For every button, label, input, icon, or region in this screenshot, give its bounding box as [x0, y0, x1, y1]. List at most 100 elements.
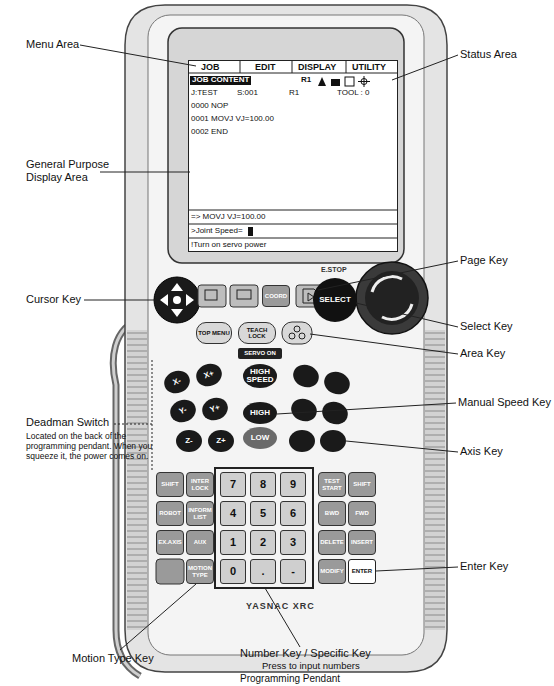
number-key: 5 [250, 501, 276, 526]
key-label: HIGH SPEED [243, 368, 277, 385]
key-label: Z- [185, 437, 193, 445]
key-label: HIGH [250, 409, 270, 417]
axis-key: HIGH SPEED [243, 364, 277, 388]
key-label: SHIFT [161, 481, 178, 487]
grip-left [127, 330, 147, 630]
key-label: LOW [251, 434, 270, 442]
axis-key: Z- [176, 430, 202, 452]
function-key: AUX [186, 530, 214, 555]
screen-text: EDIT [255, 63, 276, 73]
cursor-center [173, 296, 181, 304]
callout-label: Cursor Key [26, 293, 136, 306]
select-key: SELECT [313, 278, 357, 322]
axis-key [320, 430, 346, 452]
programming-pendant: YASNAC XRC JOB EDIT DISPLAY UTILITY JOB CONTE… [125, 5, 447, 672]
leader-line [80, 45, 196, 66]
leader-line [152, 360, 153, 470]
key-label: TOP MENU [198, 330, 229, 336]
screen-text: DISPLAY [298, 63, 336, 73]
key-label: Z+ [216, 437, 226, 445]
number-key: 0 [220, 559, 246, 584]
callout-label: Menu Area [26, 38, 136, 51]
screen-text: TOOL : 0 [337, 89, 369, 98]
number-key: 7 [220, 472, 246, 497]
key-label: DELETE [320, 539, 344, 545]
screen-rule [188, 224, 398, 225]
key-label: FWD [355, 510, 369, 516]
function-key: SHIFT [156, 472, 184, 497]
key-label: INFORM LIST [187, 507, 213, 520]
number-key: 9 [280, 472, 306, 497]
emergency-stop-arrow [372, 277, 402, 292]
key-label: SHIFT [353, 481, 370, 487]
screen-text: => MOVJ VJ=100.00 [191, 213, 266, 222]
key-label: ROBOT [159, 510, 181, 516]
axis-key: Y+ [199, 394, 231, 424]
key-icon [205, 290, 217, 300]
leader-line [84, 300, 155, 301]
menu-underline [188, 73, 398, 74]
number-key: 8 [250, 472, 276, 497]
key-label: X- [172, 377, 182, 388]
screen-text: JOB CONTENT [190, 76, 251, 85]
leader-line [265, 588, 300, 647]
icon-key [198, 285, 226, 307]
status-icon [358, 76, 370, 87]
axis-key: X+ [193, 360, 225, 390]
key-label: . [261, 566, 264, 578]
leader-line [346, 441, 458, 452]
leader-line [114, 424, 152, 425]
screen-text: R1 [289, 89, 299, 98]
axis-key [290, 361, 322, 391]
callout-label: Page Key [460, 254, 552, 267]
callout-label: Select Key [460, 320, 552, 333]
number-key: 6 [280, 501, 306, 526]
leader-line [120, 584, 196, 650]
display-screen: JOBEDITDISPLAYUTILITYJOB CONTENTR1J:TEST… [188, 60, 398, 252]
callout-label: Located on the back of the programming p… [26, 431, 154, 462]
screen-text: JOB [201, 63, 220, 73]
key-label: 8 [260, 479, 266, 491]
menu-key: TEACH LOCK [238, 322, 276, 344]
servo-on-lamp: SERVO ON [238, 348, 282, 359]
number-key: 3 [280, 530, 306, 555]
number-key: . [250, 559, 276, 584]
area-key-icon [294, 326, 300, 332]
key-label: TEACH LOCK [239, 327, 275, 340]
icon-key [230, 285, 258, 307]
callout-label: Motion Type Key [72, 652, 182, 665]
key-label: SELECT [319, 296, 351, 304]
key-icon [237, 290, 251, 299]
key-label: Y+ [209, 403, 221, 414]
menu-separator [240, 60, 241, 73]
key-label: COORD [265, 293, 287, 299]
emergency-stop-head [365, 271, 419, 325]
number-key: - [280, 559, 306, 584]
model-name: YASNAC XRC [246, 602, 315, 612]
screen-text: UTILITY [352, 63, 386, 73]
speed-key: LOW [243, 427, 277, 449]
area-key [282, 322, 312, 344]
menu-separator [346, 60, 347, 73]
key-label: - [291, 566, 295, 578]
callout-label: Status Area [460, 48, 552, 61]
key-label: SERVO ON [244, 350, 276, 356]
axis-key [289, 430, 315, 452]
function-key: MOTION TYPE [186, 559, 214, 584]
axis-key [288, 395, 320, 425]
key-label: TEST START [319, 478, 345, 491]
number-key-frame [215, 468, 313, 588]
blank-key [156, 559, 184, 584]
function-key: INFORM LIST [186, 501, 214, 526]
screen-background [188, 60, 398, 252]
function-key: SHIFT [348, 472, 376, 497]
function-key: TEST START [318, 472, 346, 497]
key-label: EX.AXIS [158, 539, 182, 545]
function-key: INTER LOCK [186, 472, 214, 497]
callout-label: Manual Speed Key [458, 396, 554, 409]
screen-text: 0000 NOP [191, 102, 228, 111]
key-label: INSERT [351, 539, 373, 545]
